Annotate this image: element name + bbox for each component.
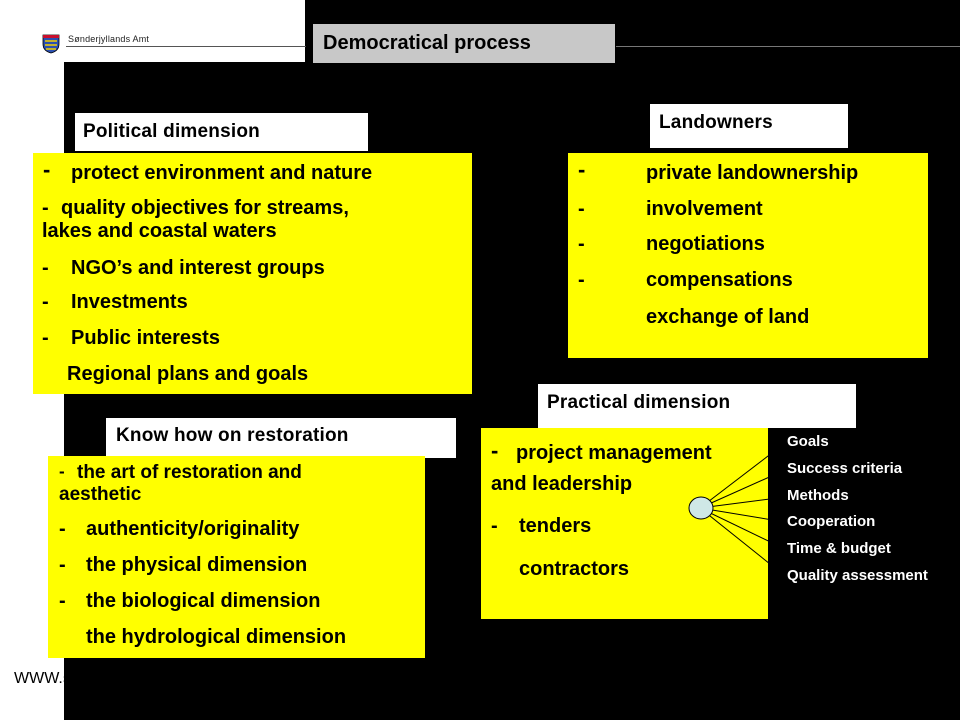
website-link[interactable]: WWW.sja.dk bbox=[14, 670, 108, 688]
landowners-item-1: private landownership bbox=[646, 162, 859, 184]
header-rule-right bbox=[616, 46, 960, 47]
practical-item-3: contractors bbox=[519, 558, 630, 580]
landowners-item-4: compensations bbox=[646, 269, 793, 291]
branch-cooperation: Cooperation bbox=[787, 513, 876, 530]
crest-icon bbox=[42, 34, 60, 54]
landowners-header-label: Landowners bbox=[659, 112, 773, 133]
org-name: Sønderjyllands Amt bbox=[68, 34, 150, 44]
political-item-3: NGO’s and interest groups bbox=[71, 257, 325, 279]
knowhow-item-4: the biological dimension bbox=[86, 590, 321, 612]
knowhow-item-3: the physical dimension bbox=[86, 554, 308, 576]
landowners-box: - private landownership - involvement - … bbox=[568, 153, 928, 358]
practical-item-1: project management bbox=[516, 442, 712, 464]
political-header: Political dimension bbox=[75, 113, 368, 151]
political-box: - protect environment and nature - quali… bbox=[33, 153, 472, 394]
header-rule-left bbox=[66, 46, 306, 47]
logo-bar: Sønderjyllands Amt bbox=[0, 0, 306, 62]
landowners-item-3: negotiations bbox=[646, 233, 765, 255]
knowhow-item-1b: aesthetic bbox=[59, 484, 142, 505]
knowhow-box: - the art of restoration and aesthetic -… bbox=[48, 456, 425, 658]
branch-goals: Goals bbox=[787, 433, 829, 450]
landowners-item-5: exchange of land bbox=[646, 306, 810, 328]
page-title: Democratical process bbox=[313, 24, 615, 63]
website-domain: sja.dk bbox=[62, 670, 109, 687]
knowhow-item-5: the hydrological dimension bbox=[86, 626, 347, 648]
political-item-1: protect environment and nature bbox=[71, 162, 373, 184]
political-item-5: Public interests bbox=[71, 327, 220, 349]
practical-header-label: Practical dimension bbox=[547, 392, 731, 413]
landowners-header: Landowners bbox=[650, 104, 848, 148]
political-item-6: Regional plans and goals bbox=[67, 363, 309, 385]
knowhow-header: Know how on restoration bbox=[106, 418, 456, 458]
practical-item-1b: and leadership bbox=[491, 473, 633, 495]
branch-success-criteria: Success criteria bbox=[787, 460, 903, 477]
political-item-2b: lakes and coastal waters bbox=[42, 220, 277, 242]
knowhow-item-2: authenticity/originality bbox=[86, 518, 300, 540]
political-header-label: Political dimension bbox=[83, 121, 260, 142]
website-prefix: WWW. bbox=[14, 670, 63, 687]
practical-box: - project management and leadership - te… bbox=[481, 428, 768, 619]
branch-methods: Methods bbox=[787, 487, 849, 504]
political-item-2: quality objectives for streams, bbox=[61, 197, 349, 219]
knowhow-item-1: the art of restoration and bbox=[77, 462, 302, 483]
practical-item-2: tenders bbox=[519, 515, 592, 537]
branch-quality-assessment: Quality assessment bbox=[787, 567, 928, 584]
political-item-4: Investments bbox=[71, 291, 188, 313]
practical-header: Practical dimension bbox=[538, 384, 856, 428]
landowners-item-2: involvement bbox=[646, 198, 763, 220]
knowhow-header-label: Know how on restoration bbox=[116, 425, 349, 446]
branch-time-budget: Time & budget bbox=[787, 540, 891, 557]
